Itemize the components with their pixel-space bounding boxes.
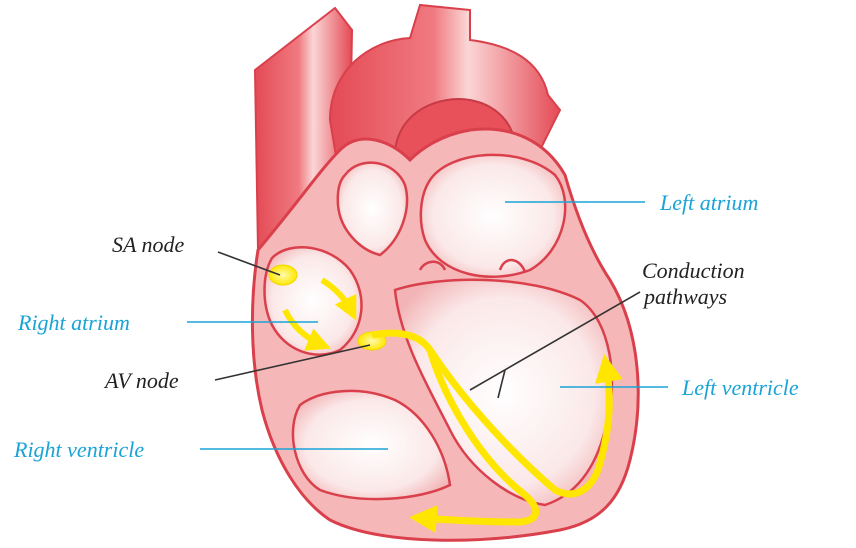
sa-node-label: SA node: [112, 232, 185, 257]
right-atrium-label: Right atrium: [17, 310, 130, 335]
right-ventricle-label: Right ventricle: [13, 437, 144, 462]
left-atrium-chamber: [421, 155, 565, 277]
conduction-label-line2: pathways: [642, 284, 727, 309]
left-atrium-label: Left atrium: [659, 190, 758, 215]
conduction-label-line1: Conduction: [642, 258, 745, 283]
sa-node-marker: [269, 265, 297, 285]
left-ventricle-label: Left ventricle: [681, 375, 799, 400]
av-node-label: AV node: [103, 368, 179, 393]
